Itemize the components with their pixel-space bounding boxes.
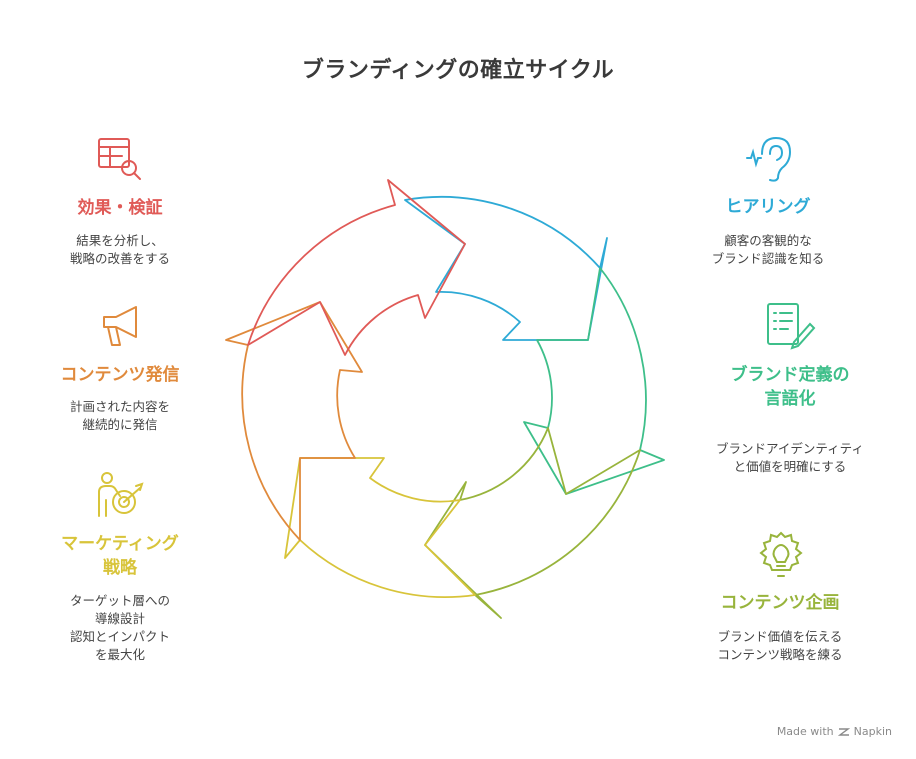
- footer-made-with: Made with: [776, 725, 834, 738]
- footer-brand: Napkin: [853, 725, 892, 738]
- stage-desc-brand-definition: ブランドアイデンティティ と価値を明確にする: [716, 441, 864, 474]
- ear-icon: [746, 136, 792, 182]
- cycle-arrow-content-plan: [424, 427, 641, 619]
- megaphone-icon: [103, 306, 137, 346]
- stage-desc-effect: 結果を分析し、 戦略の改善をする: [69, 233, 170, 266]
- cycle-arrow-effect: [247, 179, 466, 356]
- stage-desc-marketing: ターゲット層への 導線設計 認知とインパクト を最大化: [69, 593, 170, 662]
- stage-label-content-plan: コンテンツ企画: [720, 593, 840, 613]
- diagram-title: ブランディングの確立サイクル: [301, 58, 615, 83]
- report-search-icon: [98, 138, 141, 180]
- cycle-arrow-content-distribution: [225, 301, 363, 541]
- person-target-icon: [98, 472, 144, 517]
- cycle-arrow-marketing: [284, 457, 476, 598]
- stage-label-marketing: マーケティング 戦略: [61, 534, 179, 578]
- stage-desc-content-distribution: 計画された内容を 継続的に発信: [69, 399, 170, 432]
- footer-watermark: Made with Napkin: [777, 725, 892, 738]
- cycle-arrow-brand-definition: [523, 267, 665, 495]
- stage-label-content-distribution: コンテンツ発信: [60, 365, 180, 385]
- stage-desc-content-plan: ブランド価値を伝える コンテンツ戦略を練る: [717, 629, 843, 662]
- stage-label-brand-definition: ブランド定義の 言語化: [730, 365, 850, 409]
- document-pen-icon: [767, 303, 816, 350]
- napkin-logo-icon: [837, 727, 850, 736]
- stage-desc-hearing: 顧客の客観的な ブランド認識を知る: [711, 233, 825, 266]
- lightbulb-gear-icon: [759, 531, 803, 577]
- stage-label-effect: 効果・検証: [77, 198, 163, 218]
- stage-label-hearing: ヒアリング: [725, 197, 811, 217]
